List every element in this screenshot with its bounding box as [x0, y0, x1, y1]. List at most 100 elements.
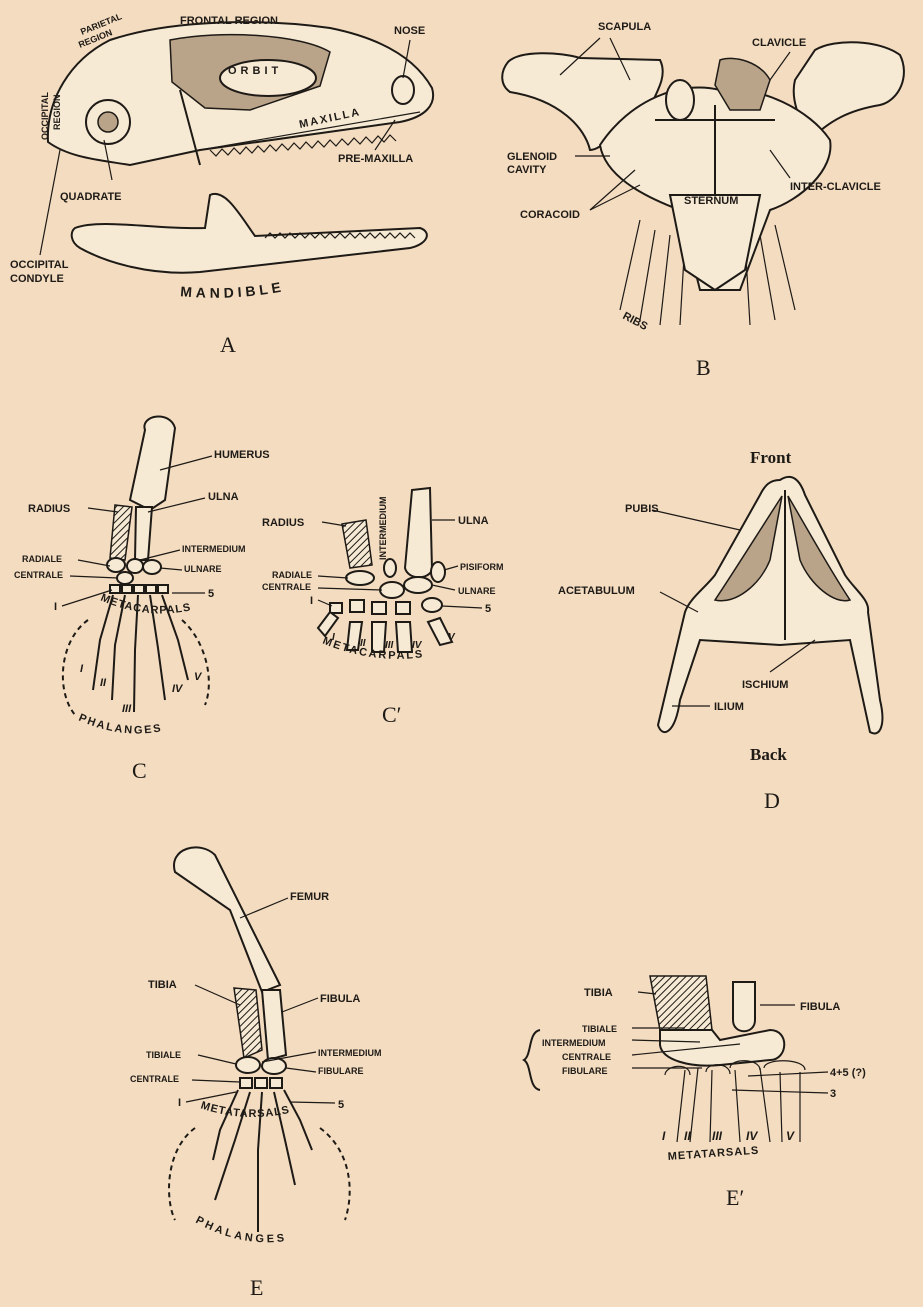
- caption-d: D: [764, 788, 780, 813]
- coracoid-foramen: [666, 80, 694, 120]
- leader-digit5-e: [290, 1102, 335, 1103]
- label-digit5-e: 5: [338, 1099, 344, 1111]
- tarsals-e: [236, 1057, 286, 1088]
- label-radius: RADIUS: [28, 503, 70, 515]
- label-clavicle: CLAVICLE: [752, 37, 806, 49]
- label-digit1-detail: I: [310, 595, 313, 607]
- leader-digit1-e: [186, 1092, 236, 1102]
- leader-pisiform: [444, 566, 458, 570]
- label-ulnare: ULNARE: [184, 564, 222, 574]
- figure-d-pelvis: Front PUBIS ACETABULUM ISCHIUM ILIUM Bac…: [558, 448, 882, 813]
- label-frontal-region: FRONTAL REGION: [180, 15, 278, 27]
- label-occipital-region: REGION: [52, 94, 62, 130]
- fibula-bone: [262, 990, 286, 1060]
- mandible: [72, 194, 427, 273]
- sternum-plate: [670, 195, 760, 290]
- label-fibulare-detail: FIBULARE: [562, 1066, 608, 1076]
- label-ischium: ISCHIUM: [742, 679, 788, 691]
- leader-pubis: [652, 510, 740, 530]
- svg-text:I: I: [662, 1129, 666, 1143]
- label-radiale: RADIALE: [22, 554, 62, 564]
- label-tibia-detail: TIBIA: [584, 987, 613, 999]
- label-front: Front: [750, 448, 792, 467]
- label-fibulare: FIBULARE: [318, 1066, 364, 1076]
- nostril: [392, 76, 414, 104]
- label-mandible: MANDIBLE: [180, 278, 286, 301]
- label-interclavicle: INTER-CLAVICLE: [790, 181, 881, 193]
- radius-detail: [342, 520, 372, 568]
- figure-e-prime-tarsus: TIBIA FIBULA TIBIALE INTERMEDIUM CENTRAL…: [524, 976, 866, 1210]
- caption-e: E: [250, 1275, 263, 1300]
- radius-bone: [110, 505, 132, 560]
- label-ulnare-detail: ULNARE: [458, 586, 496, 596]
- leader-clavicle: [770, 52, 790, 80]
- svg-text:IV: IV: [412, 640, 423, 651]
- fibula-detail: [733, 982, 755, 1031]
- leader-femur: [240, 898, 288, 918]
- label-intermedium-detail: INTERMEDIUM: [378, 497, 388, 561]
- leader-ulnare-detail: [432, 585, 455, 590]
- label-digit5: 5: [208, 588, 214, 600]
- roman-numerals-e-detail: I II III IV V: [662, 1129, 795, 1143]
- label-scapula: SCAPULA: [598, 21, 651, 33]
- label-three: 3: [830, 1088, 836, 1100]
- svg-text:II: II: [360, 638, 366, 649]
- label-ribs: RIBS: [621, 310, 650, 333]
- svg-text:V: V: [786, 1129, 795, 1143]
- leader-fourfive: [748, 1072, 828, 1076]
- figure-b-pectoral-girdle: SCAPULA CLAVICLE GLENOID CAVITY CORACOID…: [502, 21, 904, 380]
- leader-radius: [88, 508, 118, 512]
- tarsal-mass: [660, 1030, 784, 1066]
- carpals-detail: [318, 559, 452, 652]
- label-acetabulum: ACETABULUM: [558, 585, 635, 597]
- caption-e-prime: E′: [726, 1185, 744, 1210]
- label-centrale-e: CENTRALE: [130, 1074, 179, 1084]
- label-radiale-detail: RADIALE: [272, 570, 312, 580]
- label-digit1: I: [54, 601, 57, 613]
- label-centrale-detail: CENTRALE: [262, 582, 311, 592]
- svg-text:III: III: [385, 640, 394, 651]
- label-tibiale: TIBIALE: [146, 1050, 181, 1060]
- svg-text:IV: IV: [172, 683, 184, 695]
- tibia-bone: [234, 988, 262, 1058]
- label-fibula-detail: FIBULA: [800, 1001, 840, 1013]
- label-intermedium-detail: INTERMEDIUM: [542, 1038, 606, 1048]
- leader-fibulare: [286, 1068, 316, 1072]
- caption-c: C: [132, 758, 147, 783]
- label-orbit: ORBIT: [228, 65, 282, 77]
- label-occipital-condyle-1: OCCIPITAL: [10, 259, 69, 271]
- label-nose: NOSE: [394, 25, 425, 37]
- label-fibula: FIBULA: [320, 993, 360, 1005]
- svg-text:II: II: [100, 677, 107, 689]
- label-digit5-detail: 5: [485, 603, 491, 615]
- tarsal-brace: [524, 1030, 540, 1090]
- label-intermedium: INTERMEDIUM: [182, 544, 246, 554]
- label-tibiale-detail: TIBIALE: [582, 1024, 617, 1034]
- label-intermedium-e: INTERMEDIUM: [318, 1048, 382, 1058]
- label-ilium: ILIUM: [714, 701, 744, 713]
- caption-c-prime: C′: [382, 702, 402, 727]
- leader-coracoid-a: [590, 170, 635, 210]
- label-quadrate: QUADRATE: [60, 191, 122, 203]
- label-humerus: HUMERUS: [214, 449, 270, 461]
- label-occipital-condyle-2: CONDYLE: [10, 273, 64, 285]
- carpals-c: [107, 558, 168, 593]
- label-glenoid-2: CAVITY: [507, 164, 547, 176]
- humerus: [130, 416, 175, 510]
- svg-text:IV: IV: [746, 1129, 758, 1143]
- label-glenoid-1: GLENOID: [507, 151, 557, 163]
- svg-text:I: I: [332, 632, 335, 643]
- figure-e-hindlimb: FEMUR TIBIA FIBULA TIBIALE INTERMEDIUM C…: [130, 847, 382, 1300]
- figure-c-prime-carpus: RADIUS INTERMEDIUM ULNA RADIALE CENTRALE…: [262, 488, 504, 727]
- femur: [174, 847, 280, 992]
- label-phalanges: PHALANGES: [77, 712, 164, 737]
- ulna-detail: [405, 488, 432, 577]
- svg-text:II: II: [684, 1129, 691, 1143]
- svg-text:V: V: [448, 632, 456, 643]
- figure-a-skull: PARIETAL REGION FRONTAL REGION NOSE OCCI…: [10, 11, 433, 357]
- tibia-detail: [650, 976, 712, 1030]
- svg-text:I: I: [80, 663, 84, 675]
- leader-fibula: [282, 998, 318, 1012]
- temporal-fossa: [98, 112, 118, 132]
